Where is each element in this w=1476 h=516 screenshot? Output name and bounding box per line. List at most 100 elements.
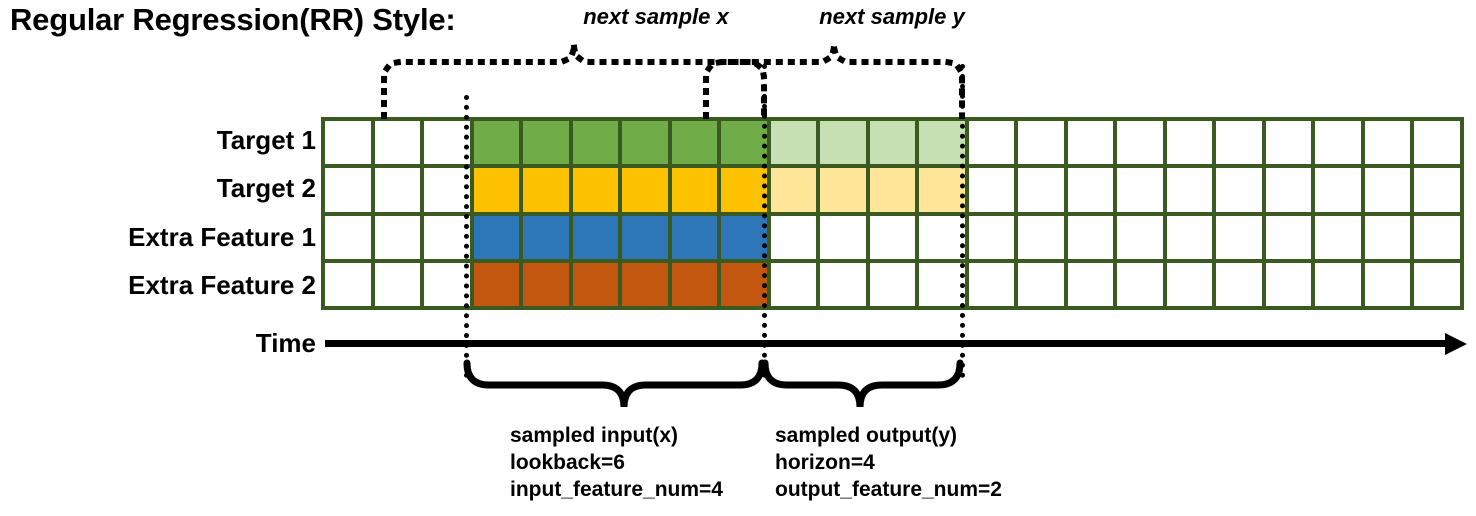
guide-line-output-end (960, 64, 965, 378)
grid-cell (820, 262, 866, 306)
grid-cell (671, 121, 718, 165)
grid-cell (1265, 262, 1312, 306)
grid-cell (1117, 168, 1163, 212)
grid-cell (721, 121, 767, 165)
grid-cell (1216, 215, 1262, 259)
grid-cell (1315, 262, 1361, 306)
grid-cell (1166, 168, 1213, 212)
grid-cell (1265, 121, 1312, 165)
row-label-extra-feature-2: Extra Feature 2 (128, 270, 316, 300)
grid-cell (1414, 215, 1460, 259)
grid-cell (721, 262, 767, 306)
grid-cell (1216, 262, 1262, 306)
grid-cell (968, 168, 1015, 212)
grid-cell (1018, 262, 1064, 306)
grid-cell (473, 168, 520, 212)
page-title: Regular Regression(RR) Style: (10, 2, 456, 37)
guide-line-input-end (762, 64, 767, 378)
grid-cell (473, 121, 520, 165)
grid-cell (770, 215, 817, 259)
grid-cell (919, 121, 965, 165)
grid-cell (523, 168, 569, 212)
grid-cell (374, 215, 421, 259)
grid-cell (374, 168, 421, 212)
grid-cell (869, 121, 916, 165)
grid-cell (919, 215, 965, 259)
guide-line-input-start (464, 95, 469, 378)
grid-cell (1166, 262, 1213, 306)
caption-output-line-2: horizon=4 (775, 451, 875, 474)
grid-cell (671, 168, 718, 212)
grid-cell (1315, 215, 1361, 259)
grid-cell (671, 262, 718, 306)
grid-cell (968, 121, 1015, 165)
grid-cell (572, 121, 619, 165)
grid-cell (325, 215, 371, 259)
timeseries-grid (321, 117, 1464, 310)
grid-cell (325, 262, 371, 306)
grid-cell (869, 168, 916, 212)
grid-cell (622, 215, 668, 259)
grid-cell (424, 121, 470, 165)
dotted-brace-next-sample-y (703, 43, 965, 119)
grid-cell (770, 262, 817, 306)
time-axis-label: Time (255, 328, 316, 358)
grid-cell (869, 262, 916, 306)
grid-cell (1315, 168, 1361, 212)
grid-cell (869, 215, 916, 259)
grid-cell (1117, 121, 1163, 165)
grid-cell (919, 262, 965, 306)
grid-cell (1067, 215, 1114, 259)
grid-cell (325, 121, 371, 165)
brace-sampled-input (463, 359, 766, 408)
grid-cell (424, 215, 470, 259)
grid-cell (1166, 121, 1213, 165)
caption-sampled-input: sampled input(x) lookback=6 input_featur… (510, 422, 723, 503)
grid-cell (770, 168, 817, 212)
grid-cell (523, 215, 569, 259)
grid-cell (1216, 121, 1262, 165)
grid-cell (622, 262, 668, 306)
grid-cell (1414, 121, 1460, 165)
dotted-brace-next-sample-x (381, 43, 767, 119)
row-label-target-1: Target 1 (216, 125, 316, 155)
grid-cell (1018, 168, 1064, 212)
grid-cell (325, 168, 371, 212)
grid-cell (1067, 121, 1114, 165)
grid-cell (622, 168, 668, 212)
grid-cell (1364, 121, 1411, 165)
time-axis-arrowhead (1445, 333, 1467, 355)
grid-cell (968, 215, 1015, 259)
grid-cell (820, 168, 866, 212)
grid-cell (721, 215, 767, 259)
grid-cell (473, 215, 520, 259)
grid-cell (374, 121, 421, 165)
caption-output-line-3: output_feature_num=2 (775, 478, 1002, 501)
grid-cell (1067, 262, 1114, 306)
grid-cell (572, 168, 619, 212)
row-label-extra-feature-1: Extra Feature 1 (128, 222, 316, 252)
grid-cell (1018, 215, 1064, 259)
grid-cell (1315, 121, 1361, 165)
grid-cell (1117, 215, 1163, 259)
grid-cell (424, 262, 470, 306)
grid-cell (572, 262, 619, 306)
grid-cell (1265, 168, 1312, 212)
grid-cell (968, 262, 1015, 306)
grid-cell (523, 121, 569, 165)
grid-cell (473, 262, 520, 306)
grid-cell (820, 215, 866, 259)
caption-sampled-output: sampled output(y) horizon=4 output_featu… (775, 422, 1002, 503)
grid-cell (1414, 168, 1460, 212)
grid-cell (770, 121, 817, 165)
grid-cell (1216, 168, 1262, 212)
row-label-target-2: Target 2 (216, 173, 316, 203)
grid-cell (424, 168, 470, 212)
caption-input-line-3: input_feature_num=4 (510, 478, 723, 501)
grid-cell (671, 215, 718, 259)
grid-cell (1117, 262, 1163, 306)
annotation-next-sample-y: next sample y (819, 4, 965, 29)
caption-input-line-2: lookback=6 (510, 451, 625, 474)
grid-cell (1364, 168, 1411, 212)
grid-cell (1364, 262, 1411, 306)
